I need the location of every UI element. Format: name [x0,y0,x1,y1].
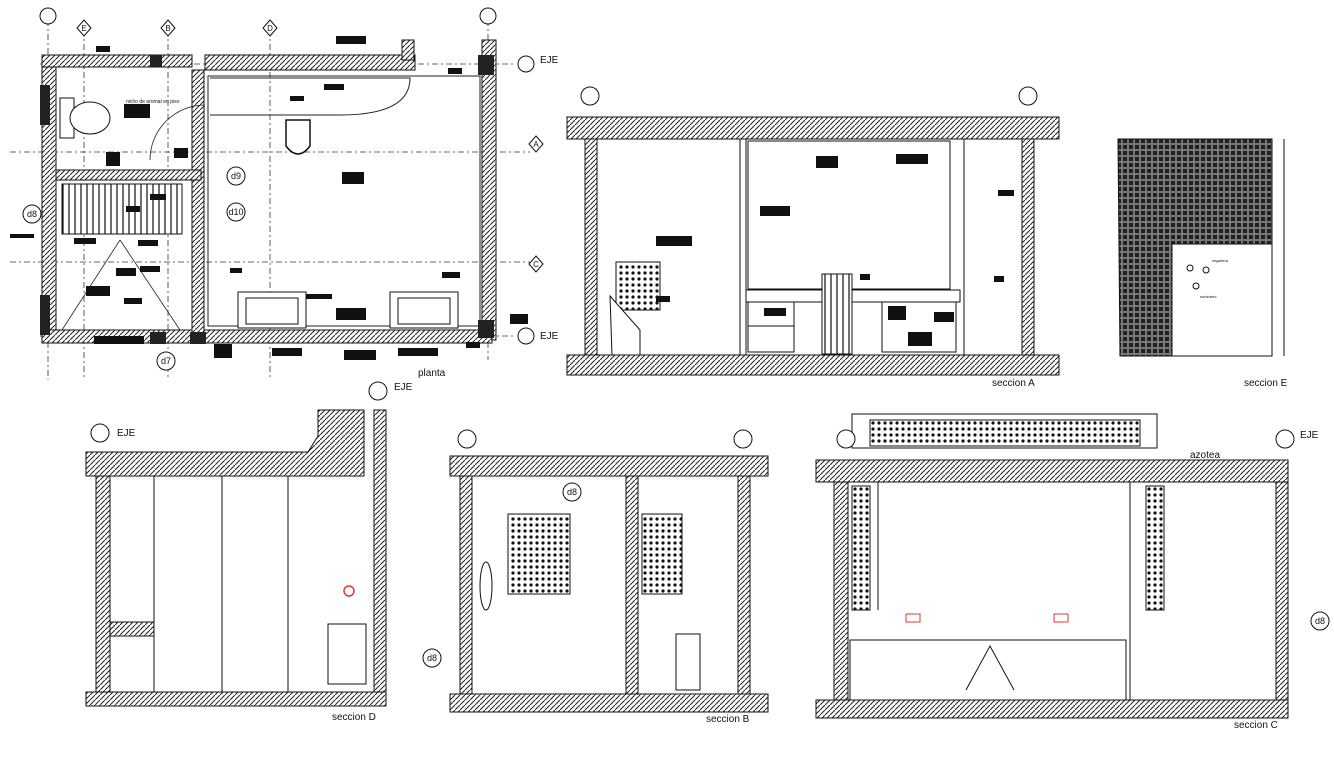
section-c: d8 EJE azotea seccion C [815,413,1330,731]
label-planta: planta [418,368,446,379]
eje-label-4: EJE [394,382,413,393]
plan-note: nicho de aromat en piso [126,99,180,105]
label-seccion-e: seccion E [1244,378,1288,389]
section-e: regadera sumidero seccion E [1117,138,1288,389]
detail-tag-d8-b2: d8 [427,653,437,663]
axis-letter-b: B [165,24,170,33]
detail-tag-d9: d9 [231,171,241,181]
label-seccion-a: seccion A [992,378,1035,389]
label-seccion-c: seccion C [1234,720,1278,731]
section-b: d8 d8 seccion B [422,429,769,725]
axis-letter-e: E [81,24,86,33]
eje-label-5: EJE [1300,430,1319,441]
seccion-e-note-1: regadera [1212,258,1229,263]
detail-tag-d7: d7 [161,356,171,366]
label-seccion-d: seccion D [332,712,376,723]
eje-label-1: EJE [540,55,559,66]
label-azotea: azotea [1190,450,1220,461]
axis-letter-d: D [267,24,273,33]
axis-markers [22,7,544,371]
axis-letter-a: A [533,140,539,149]
section-a: seccion A [566,86,1060,389]
label-seccion-b: seccion B [706,714,750,725]
axis-letter-c: C [533,260,539,269]
eje-label-2: EJE [540,331,559,342]
section-d: EJE EJE seccion D [85,381,413,723]
seccion-e-note-2: sumidero [1200,294,1217,299]
detail-tag-d8-b1: d8 [567,487,577,497]
eje-label-3: EJE [117,428,136,439]
detail-tag-d8-c: d8 [1315,616,1325,626]
axis-letters: E B D A C [81,24,539,269]
detail-tag-d8-plan: d8 [27,209,37,219]
detail-tag-d10: d10 [228,207,243,217]
plan-view: E B D A C d9 d10 d8 d7 EJE EJE nicho de … [10,7,559,380]
